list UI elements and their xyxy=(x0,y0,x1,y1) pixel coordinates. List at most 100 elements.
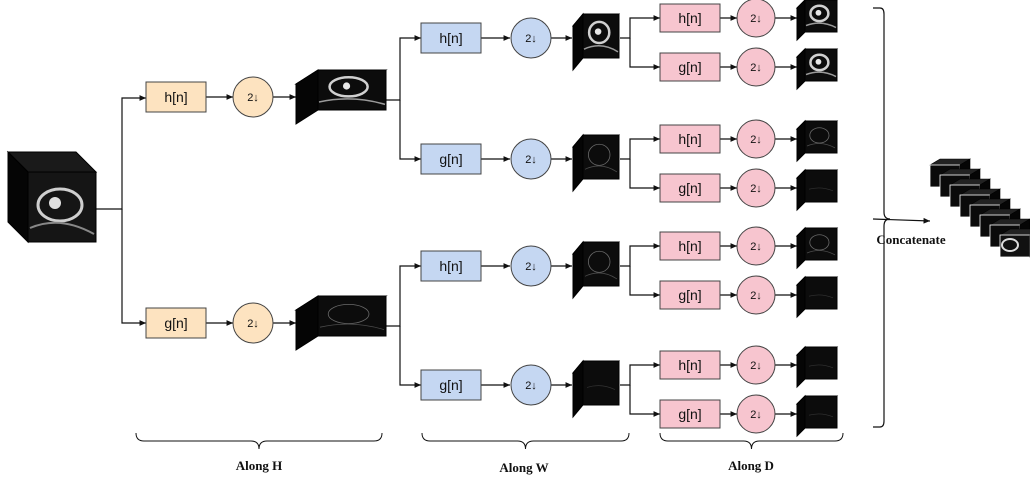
downsample-circle xyxy=(736,168,776,208)
filter-label: g[n] xyxy=(678,406,701,422)
cube-texture xyxy=(318,98,386,106)
connector-lines xyxy=(96,7,931,450)
w-to-d-g-w3 xyxy=(629,266,660,298)
filter-label: g[n] xyxy=(439,151,462,167)
h-high-to-w-h xyxy=(386,263,421,327)
w-filter-w4: g[n] xyxy=(420,369,482,401)
filter-label: h[n] xyxy=(678,357,701,373)
cube-side xyxy=(796,394,806,438)
input-volume-3d xyxy=(6,150,98,244)
cube-texture xyxy=(805,71,837,78)
cube-texture xyxy=(805,22,837,29)
cube-d-4 xyxy=(795,226,839,270)
cube-h-high xyxy=(294,295,388,351)
stack-image-ring xyxy=(1001,238,1019,252)
d-filter-0: h[n] xyxy=(659,3,721,33)
downsample-label: 2↓ xyxy=(525,261,537,273)
cube-texture xyxy=(583,45,619,53)
downsample-label: 2↓ xyxy=(525,33,537,45)
w-filter-w2: g[n] xyxy=(420,143,482,175)
downsample-circle xyxy=(736,275,776,315)
output-stack xyxy=(928,158,1030,258)
d-filter-4: h[n] xyxy=(659,231,721,261)
cube-cavity xyxy=(594,28,602,35)
cube-front xyxy=(317,295,387,337)
cube-ring xyxy=(809,53,830,72)
downsample-h-1: 2↓ xyxy=(232,76,274,118)
cube-side xyxy=(796,47,806,91)
h-low-to-w-h xyxy=(386,35,421,101)
stage-label-d: Along D xyxy=(728,458,774,473)
filter-label: g[n] xyxy=(164,315,187,331)
input-texture xyxy=(29,221,95,235)
w-to-d-h-w1 xyxy=(620,15,660,39)
stage-labels: Along H Along W Along D Concatenate xyxy=(236,232,946,475)
brace-along-h xyxy=(135,432,383,450)
downsample-w2: 2↓ xyxy=(510,138,552,180)
downsample-label: 2↓ xyxy=(750,13,762,25)
downsample-circle xyxy=(736,394,776,434)
input-to-h xyxy=(96,95,146,210)
downsample-d-2: 2↓ xyxy=(736,119,776,159)
cube-edges xyxy=(809,127,830,144)
w-to-d-g-w2 xyxy=(629,159,660,191)
filter-box-bg xyxy=(659,124,721,154)
downsample-label: 2↓ xyxy=(750,360,762,372)
cube-cavity xyxy=(342,82,351,90)
cube-front xyxy=(317,69,387,111)
cube-w1 xyxy=(571,12,621,72)
d-filter-6: h[n] xyxy=(659,350,721,380)
downsample-d-5: 2↓ xyxy=(736,275,776,315)
downsample-w4: 2↓ xyxy=(510,364,552,406)
cube-texture xyxy=(808,413,834,418)
cube-texture xyxy=(584,165,618,173)
filter-box-bg xyxy=(659,231,721,261)
d-filter-7: g[n] xyxy=(659,399,721,429)
downsample-d-3: 2↓ xyxy=(736,168,776,208)
downsample-circle xyxy=(510,138,552,180)
downsample-label: 2↓ xyxy=(247,318,259,330)
w-filter-w1: h[n] xyxy=(420,22,482,54)
cube-side xyxy=(796,226,806,270)
downsample-w1: 2↓ xyxy=(510,17,552,59)
filter-label: g[n] xyxy=(439,377,462,393)
downsample-label: 2↓ xyxy=(525,154,537,166)
cube-d-3 xyxy=(795,168,839,212)
filter-box-bg xyxy=(420,143,482,175)
downsample-label: 2↓ xyxy=(750,241,762,253)
cube-side xyxy=(796,0,806,42)
cube-ring xyxy=(328,75,369,98)
cube-ring xyxy=(587,20,611,45)
cube-cavity xyxy=(815,9,822,16)
downsample-label: 2↓ xyxy=(750,134,762,146)
cube-ring xyxy=(809,4,830,23)
input-heart-ring xyxy=(36,187,84,223)
stack-slice xyxy=(999,234,1030,258)
cube-front xyxy=(582,360,620,406)
concat-bracket xyxy=(873,7,891,428)
cube-side xyxy=(796,168,806,212)
downsample-label: 2↓ xyxy=(247,92,259,104)
cube-edges xyxy=(588,250,611,273)
cube-side xyxy=(572,133,584,193)
cube-front xyxy=(804,395,838,429)
downsample-label: 2↓ xyxy=(525,380,537,392)
downsample-label: 2↓ xyxy=(750,409,762,421)
cube-side xyxy=(572,359,584,419)
downsample-circle xyxy=(736,47,776,87)
downsample-d-6: 2↓ xyxy=(736,345,776,385)
cube-texture xyxy=(808,294,834,299)
input-heart-cavity xyxy=(49,197,61,209)
downsample-circle xyxy=(232,76,274,118)
downsample-circle xyxy=(510,17,552,59)
filter-box-bg xyxy=(420,369,482,401)
d-filter-5: g[n] xyxy=(659,280,721,310)
downsample-label: 2↓ xyxy=(750,183,762,195)
downsample-label: 2↓ xyxy=(750,62,762,74)
cube-texture xyxy=(808,187,834,192)
cube-d-2 xyxy=(795,119,839,163)
cube-d-5 xyxy=(795,275,839,319)
cube-h-low xyxy=(294,69,388,125)
cube-d-0 xyxy=(795,0,838,42)
stage-label-w: Along W xyxy=(499,460,548,475)
